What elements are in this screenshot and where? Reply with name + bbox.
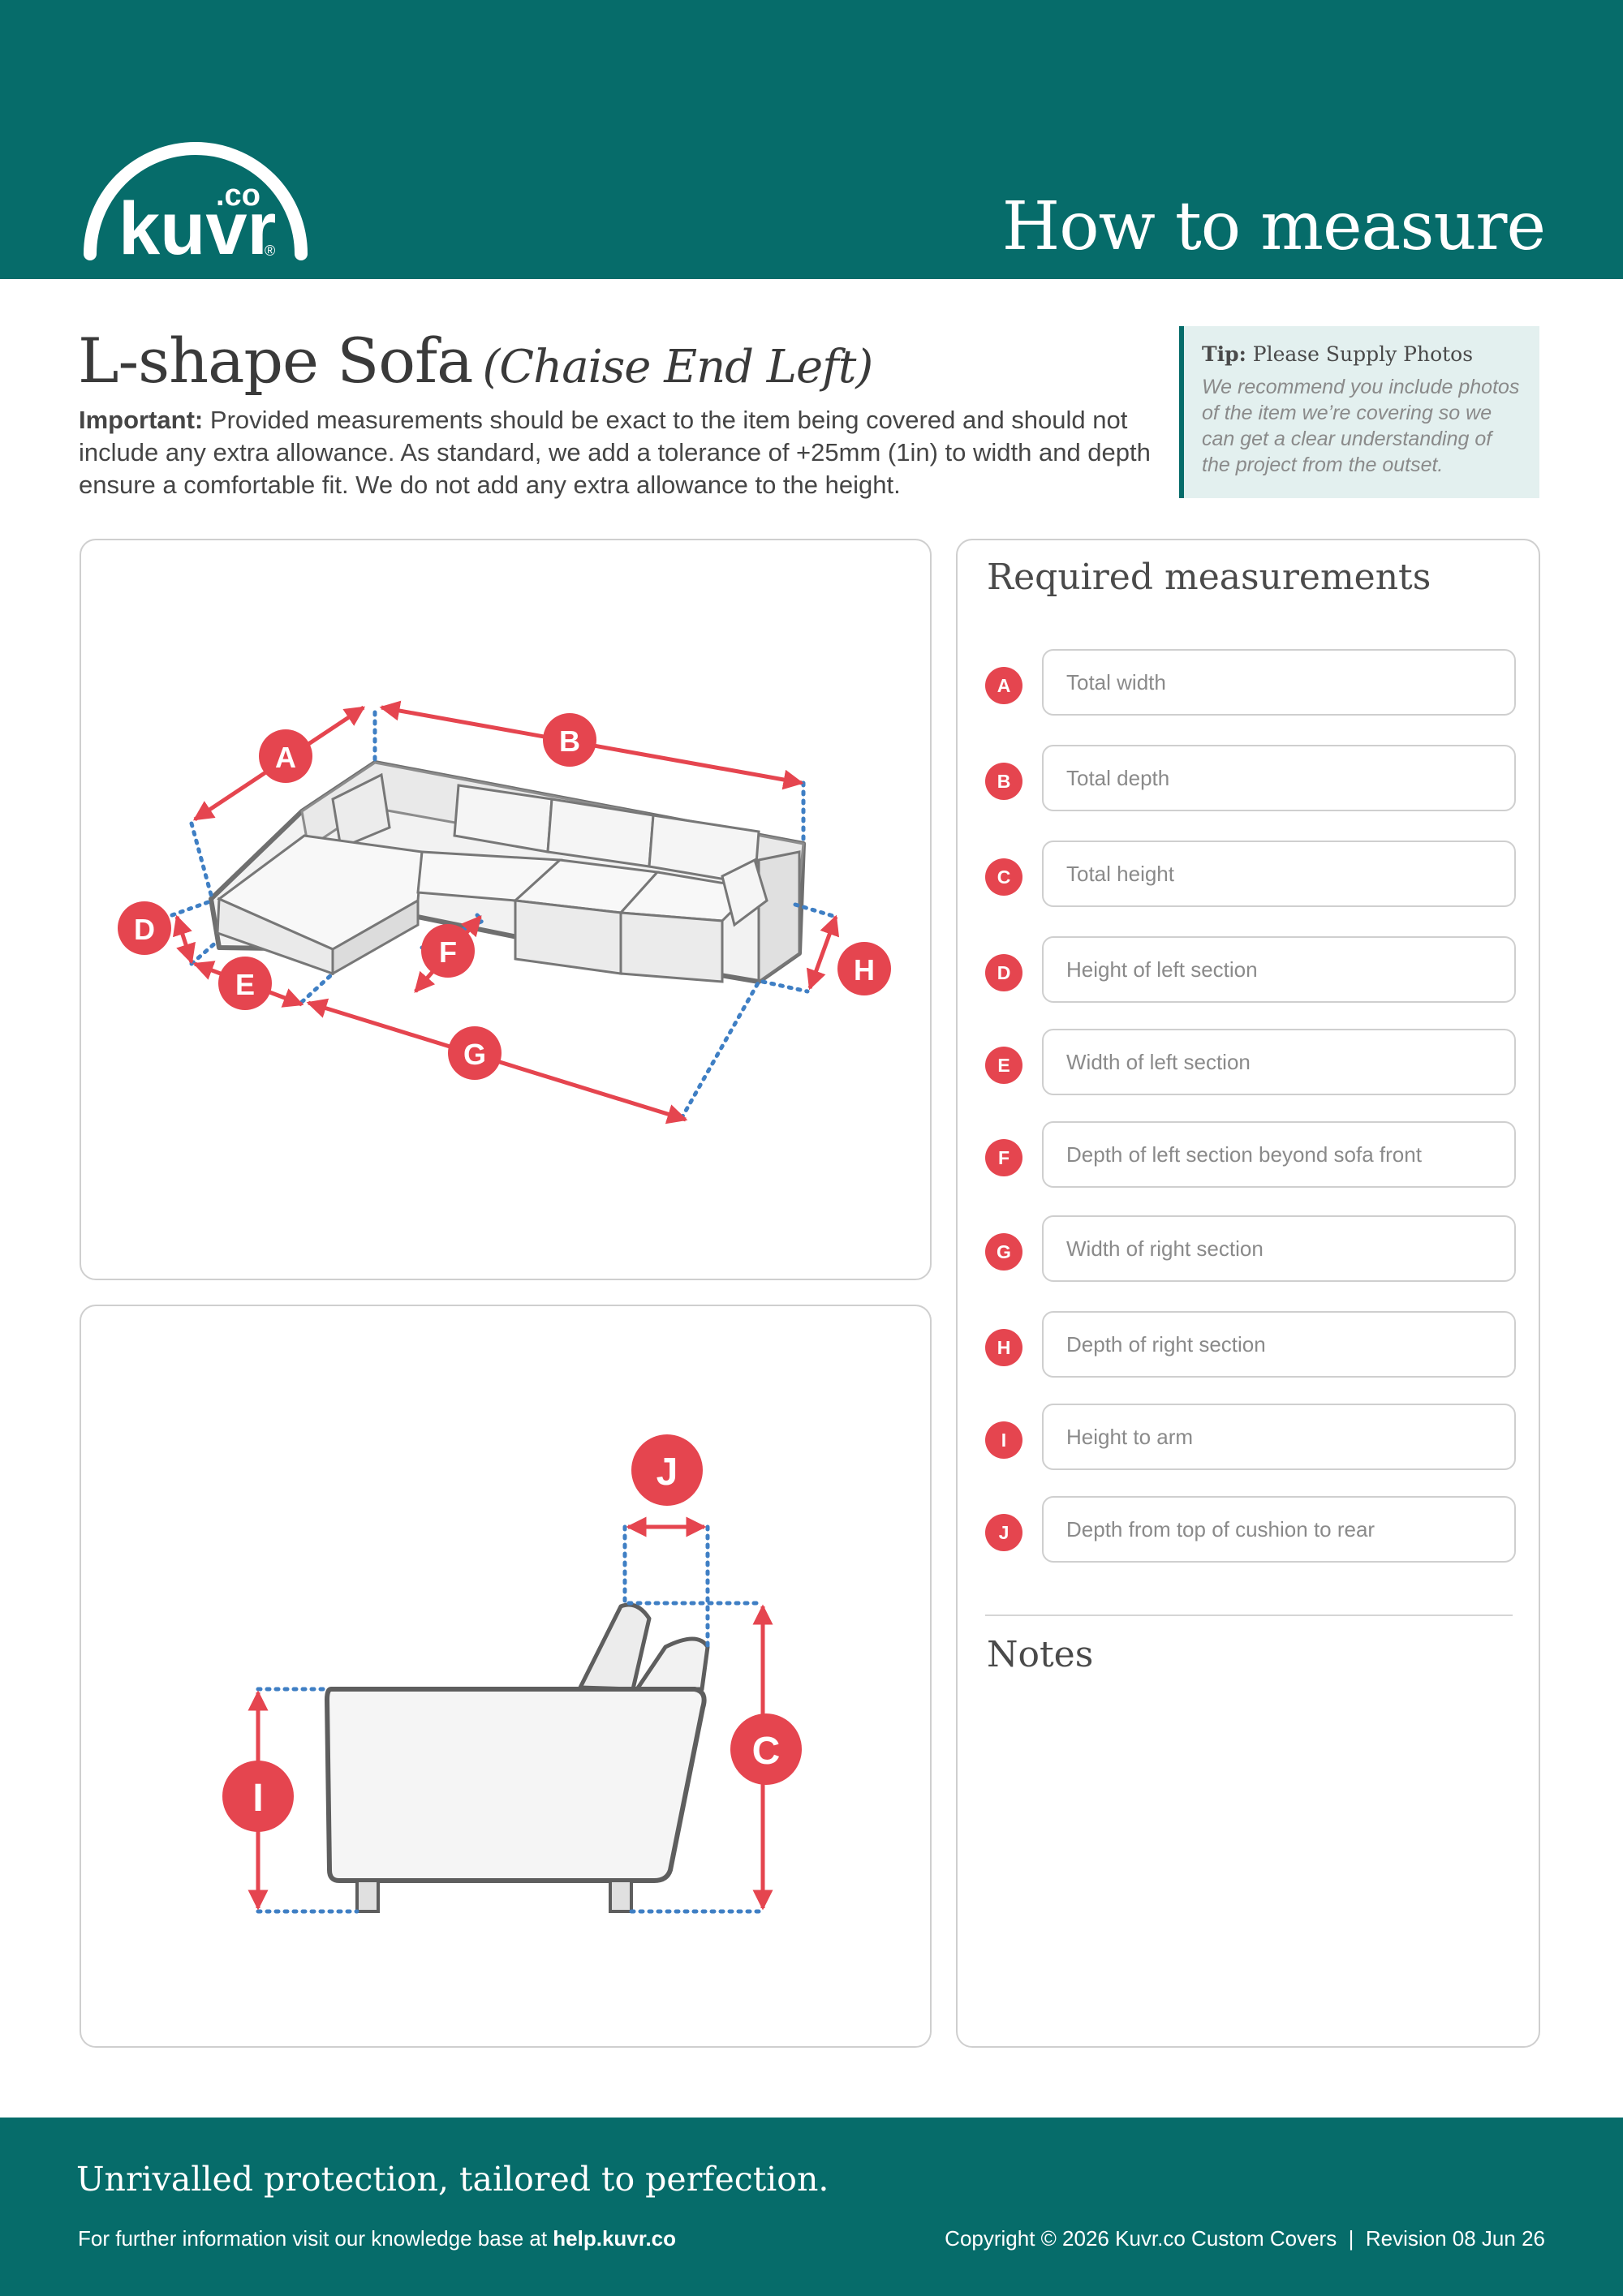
marker-j: J [631, 1434, 703, 1506]
measurement-letter-g: G [985, 1233, 1022, 1271]
left-section-height-input[interactable]: Height of left section [1042, 936, 1516, 1003]
marker-i: I [222, 1761, 294, 1832]
badges-side: I C J [222, 1434, 802, 1832]
arm-height-input[interactable]: Height to arm [1042, 1404, 1516, 1470]
logo-domain: .co [216, 178, 260, 213]
badges-top: A B D E F G H [118, 713, 891, 1080]
marker-c: C [730, 1713, 802, 1785]
arrows-top [172, 700, 840, 1124]
total-height-input[interactable]: Total height [1042, 841, 1516, 907]
measurement-row-a: A Total width [985, 649, 1516, 716]
svg-text:D: D [134, 913, 155, 946]
measurement-letter-b: B [985, 763, 1022, 800]
measurement-letter-h: H [985, 1329, 1022, 1366]
right-section-depth-input[interactable]: Depth of right section [1042, 1311, 1516, 1378]
measurement-letter-a: A [985, 667, 1022, 704]
right-section-width-input[interactable]: Width of right section [1042, 1215, 1516, 1282]
logo-registered-mark: ® [265, 243, 275, 259]
cushion-depth-input[interactable]: Depth from top of cushion to rear [1042, 1496, 1516, 1563]
svg-text:H: H [854, 953, 875, 987]
tip-heading: Tip: Please Supply Photos [1202, 342, 1522, 366]
side-sofa-illustration [325, 1602, 710, 1913]
product-name: L-shape Sofa [78, 325, 473, 397]
page-heading: How to measure [1001, 188, 1546, 265]
measurement-letter-c: C [985, 858, 1022, 896]
important-label: Important: [79, 406, 204, 434]
svg-text:F: F [439, 935, 457, 969]
total-depth-input[interactable]: Total depth [1042, 745, 1516, 811]
tip-label: Tip: [1202, 342, 1246, 366]
marker-a: A [259, 729, 312, 783]
marker-b: B [543, 713, 596, 767]
measurement-row-d: D Height of left section [985, 936, 1516, 1003]
footer-knowledge-base: For further information visit our knowle… [78, 2226, 676, 2251]
marker-h: H [837, 942, 891, 995]
knowledge-base-link[interactable]: help.kuvr.co [553, 2226, 677, 2251]
measurement-row-c: C Total height [985, 841, 1516, 907]
marker-g: G [448, 1026, 502, 1080]
header-bar: kuvr .co ® How to measure [0, 0, 1623, 279]
required-measurements-title: Required measurements [987, 557, 1431, 598]
logo-wordmark: kuvr [118, 187, 276, 264]
svg-text:J: J [657, 1451, 678, 1494]
left-section-depth-input[interactable]: Depth of left section beyond sofa front [1042, 1121, 1516, 1188]
tip-text: We recommend you include photos of the i… [1202, 376, 1520, 476]
measurement-row-b: B Total depth [985, 745, 1516, 811]
measurement-row-h: H Depth of right section [985, 1311, 1516, 1378]
product-variant: (Chaise End Left) [482, 341, 873, 393]
tip-box: Tip: Please Supply Photos We recommend y… [1179, 326, 1539, 498]
svg-text:A: A [275, 741, 296, 774]
important-text: Provided measurements should be exact to… [79, 406, 1151, 499]
measurement-row-f: F Depth of left section beyond sofa fron… [985, 1121, 1516, 1188]
footer-further-text: For further information visit our knowle… [78, 2226, 548, 2251]
marker-e: E [218, 957, 272, 1010]
measurement-letter-d: D [985, 954, 1022, 991]
svg-text:B: B [559, 724, 580, 758]
side-view-panel [80, 1305, 932, 2048]
product-title: L-shape Sofa(Chaise End Left) [78, 325, 873, 397]
tip-title: Please Supply Photos [1252, 342, 1474, 366]
svg-text:I: I [252, 1777, 263, 1820]
guide-lines-top [170, 710, 838, 1120]
measurement-row-e: E Width of left section [985, 1029, 1516, 1095]
measurement-row-i: I Height to arm [985, 1404, 1516, 1470]
important-note: Important: Provided measurements should … [79, 404, 1166, 501]
footer-bar: Unrivalled protection, tailored to perfe… [0, 2118, 1623, 2296]
footer-tagline: Unrivalled protection, tailored to perfe… [76, 2160, 829, 2199]
notes-title: Notes [987, 1634, 1094, 1675]
measurement-letter-f: F [985, 1139, 1022, 1176]
svg-text:E: E [235, 968, 255, 1001]
measurement-letter-i: I [985, 1421, 1022, 1459]
measurement-letter-j: J [985, 1514, 1022, 1551]
svg-text:G: G [463, 1038, 486, 1071]
notes-divider [985, 1615, 1513, 1616]
svg-text:C: C [752, 1730, 781, 1773]
measurement-letter-e: E [985, 1047, 1022, 1084]
footer-copyright: Copyright © 2026 Kuvr.co Custom Covers |… [945, 2226, 1545, 2251]
l-sofa-illustration [209, 760, 806, 984]
measurement-row-j: J Depth from top of cushion to rear [985, 1496, 1516, 1563]
marker-f: F [421, 924, 475, 978]
guide-lines-side [256, 1524, 765, 1914]
marker-d: D [118, 901, 171, 955]
total-width-input[interactable]: Total width [1042, 649, 1516, 716]
left-section-width-input[interactable]: Width of left section [1042, 1029, 1516, 1095]
measurement-row-g: G Width of right section [985, 1215, 1516, 1282]
kuvr-logo: kuvr .co ® [78, 134, 313, 270]
